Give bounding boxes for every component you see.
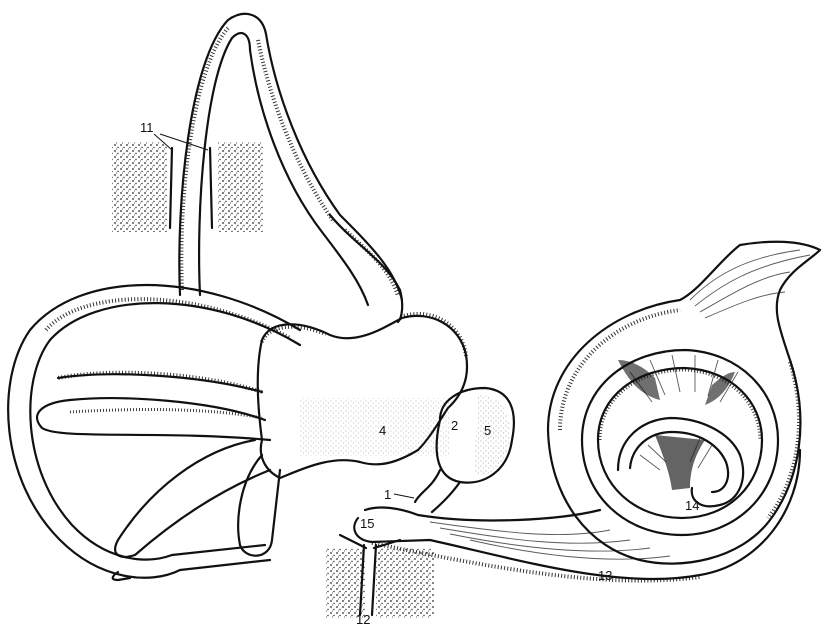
cochlea-shading xyxy=(618,360,735,405)
label-1: 1 xyxy=(384,487,391,502)
bone-block-upper-left xyxy=(112,142,168,232)
lateral-semicircular-duct xyxy=(37,373,270,440)
label-14: 14 xyxy=(685,498,699,513)
common-crus xyxy=(330,215,402,322)
label-2: 2 xyxy=(451,418,458,433)
posterior-duct-lower-limb xyxy=(115,440,280,557)
bone-block-upper-right xyxy=(218,142,264,232)
label-11: 11 xyxy=(140,120,154,135)
cochlea-spiral xyxy=(548,242,820,564)
endolymphatic-duct-lines xyxy=(170,148,212,228)
bone-block-lower-right xyxy=(376,548,434,618)
basal-turn-striations xyxy=(430,522,670,559)
label-15: 15 xyxy=(360,516,374,531)
cochlea-fan-striations xyxy=(690,250,810,318)
ductus-reuniens xyxy=(415,470,460,512)
label-4: 4 xyxy=(379,423,386,438)
cochlea-apical-turn xyxy=(618,418,743,506)
leader-1 xyxy=(394,494,414,498)
label-12: 12 xyxy=(356,612,370,627)
label-5: 5 xyxy=(484,423,491,438)
anterior-semicircular-duct xyxy=(179,14,402,305)
label-13: 13 xyxy=(598,568,612,583)
